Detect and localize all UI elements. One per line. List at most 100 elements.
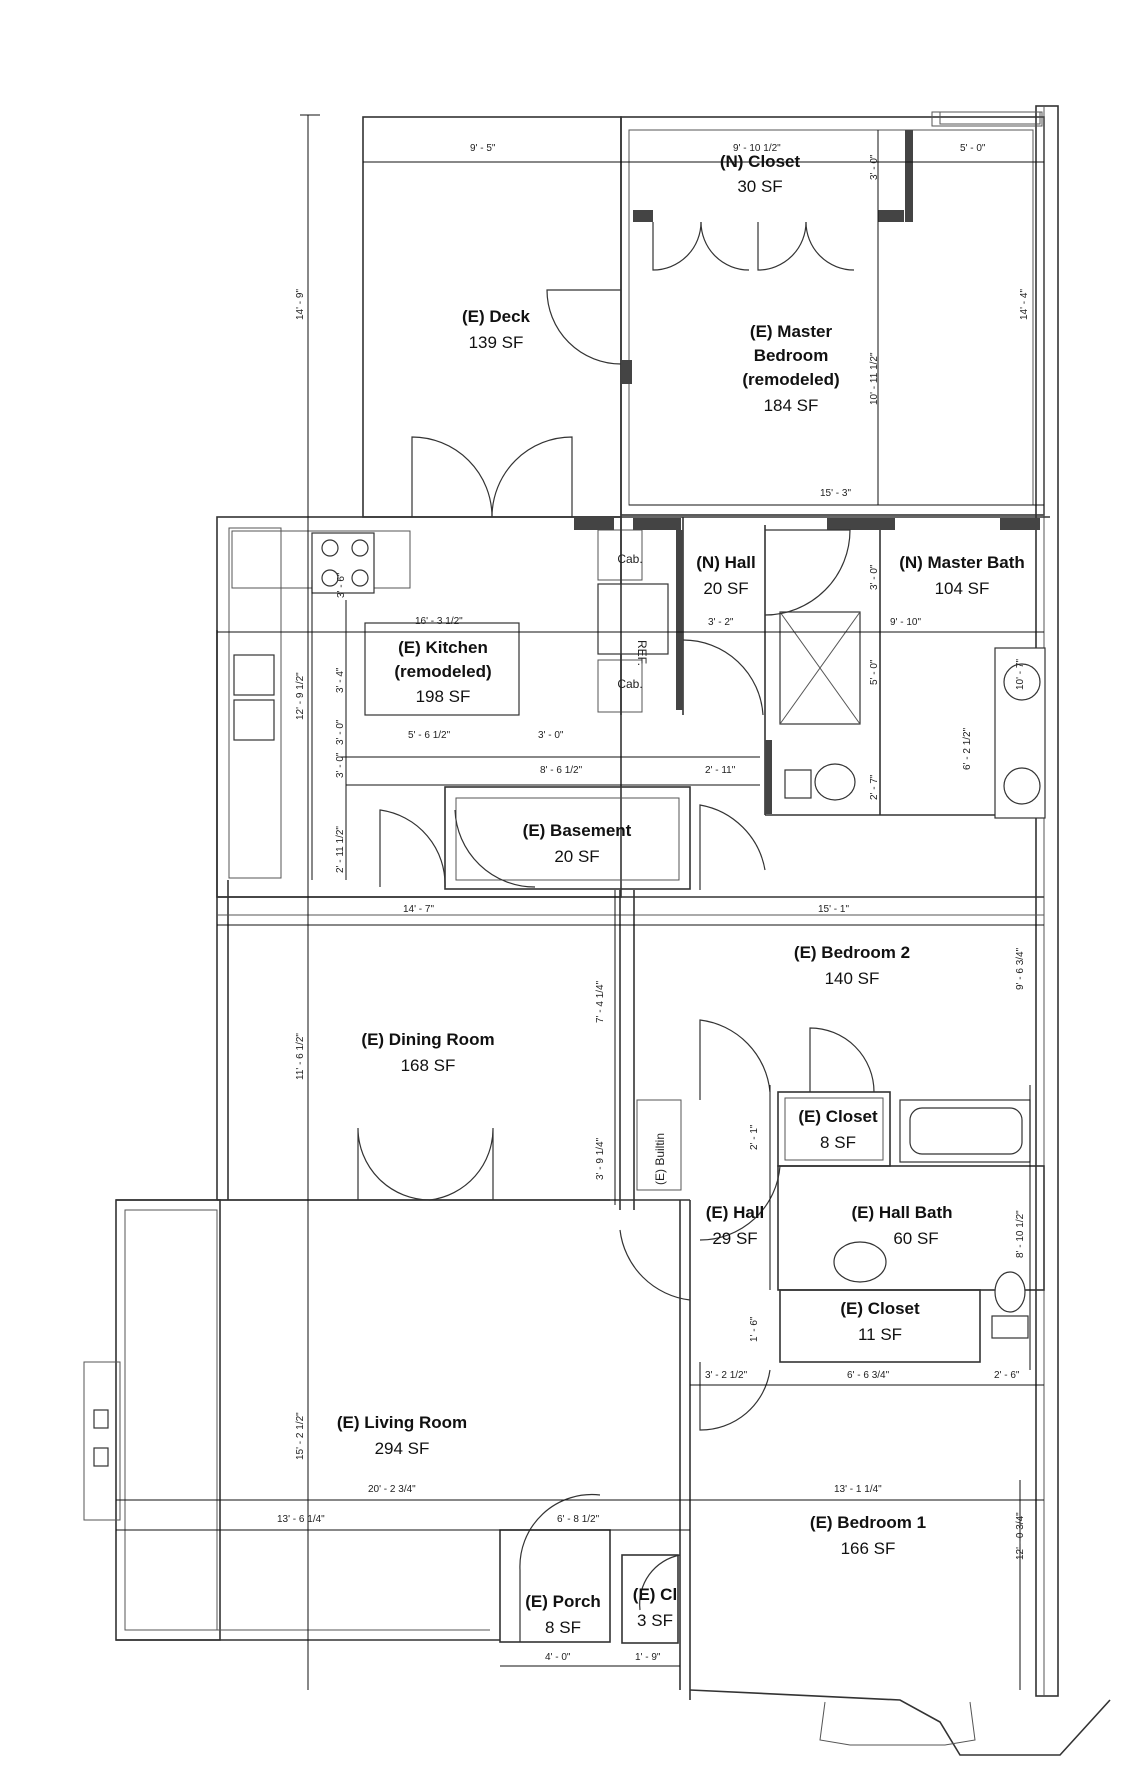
room-bedroom-2: (E) Bedroom 2 140 SF — [794, 943, 910, 988]
dim-label: 9' - 5" — [470, 143, 496, 154]
dim-label: 1' - 6" — [749, 1316, 760, 1342]
dim-label: 6' - 6 3/4" — [847, 1370, 890, 1381]
room-name: (E) Kitchen — [398, 638, 488, 657]
refrigerator-label: REF. — [635, 640, 649, 666]
dim-label: 13' - 1 1/4" — [834, 1484, 882, 1495]
dim-label: 3' - 0" — [869, 564, 880, 590]
room-closet-n: (N) Closet 30 SF — [720, 152, 801, 196]
room-area: 8 SF — [820, 1133, 856, 1152]
dim-label: 8' - 10 1/2" — [1015, 1210, 1026, 1258]
dim-label: 3' - 9 1/4" — [595, 1137, 606, 1180]
dim-label: 20' - 2 3/4" — [368, 1484, 416, 1495]
dim-label: 3' - 6" — [336, 572, 347, 598]
dim-label: 2' - 11" — [705, 765, 736, 776]
room-name: (E) Closet — [840, 1299, 920, 1318]
room-name: (E) Bedroom 2 — [794, 943, 910, 962]
room-name: (E) Dining Room — [361, 1030, 494, 1049]
room-area: 140 SF — [825, 969, 880, 988]
room-deck: (E) Deck 139 SF — [462, 307, 531, 352]
dim-label: 11' - 6 1/2" — [295, 1033, 306, 1080]
doors — [357, 221, 875, 1642]
dim-label: 3' - 2 1/2" — [705, 1370, 748, 1381]
dim-label: 3' - 0" — [538, 730, 564, 741]
dim-label: 16' - 3 1/2" — [415, 616, 463, 627]
room-area: 168 SF — [401, 1056, 456, 1075]
room-living-room: (E) Living Room 294 SF — [337, 1413, 467, 1458]
room-name: (N) Closet — [720, 152, 801, 171]
new-walls — [574, 130, 1040, 814]
room-master-bath: (N) Master Bath 104 SF — [899, 553, 1025, 598]
dim-label: 8' - 6 1/2" — [540, 765, 583, 776]
fixture-labels: Cab. Cab. REF. (E) Builtin — [617, 552, 667, 1185]
room-name: (E) Hall — [706, 1203, 765, 1222]
room-name: (E) Master — [750, 322, 833, 341]
dim-label: 14' - 9" — [295, 289, 306, 320]
dim-label: 3' - 4" — [335, 667, 346, 693]
room-area: 30 SF — [737, 177, 782, 196]
room-porch: (E) Porch 8 SF — [525, 1592, 601, 1637]
room-name: (E) Deck — [462, 307, 531, 326]
room-master-bedroom: (E) Master Bedroom (remodeled) 184 SF — [742, 322, 839, 415]
dimension-lines — [116, 114, 1044, 1690]
room-area: 139 SF — [469, 333, 524, 352]
cabinet-label: Cab. — [617, 677, 642, 691]
room-name: (E) Hall Bath — [851, 1203, 952, 1222]
room-basement: (E) Basement 20 SF — [523, 821, 632, 866]
dim-label: 3' - 0" — [335, 719, 346, 745]
room-name: (E) Porch — [525, 1592, 601, 1611]
dim-label: 9' - 10" — [890, 617, 921, 628]
dim-label: 7' - 4 1/4" — [595, 980, 606, 1023]
room-area: 20 SF — [554, 847, 599, 866]
room-name: (E) Living Room — [337, 1413, 467, 1432]
walls — [83, 105, 1111, 1756]
room-area: 20 SF — [703, 579, 748, 598]
room-name: Bedroom — [754, 346, 829, 365]
dim-label: 10' - 7" — [1015, 659, 1026, 690]
dim-label: 4' - 0" — [545, 1652, 571, 1663]
room-name: (N) Hall — [696, 553, 756, 572]
dim-label: 14' - 4" — [1019, 289, 1030, 320]
dim-label: 15' - 2 1/2" — [295, 1412, 306, 1460]
room-area: 29 SF — [712, 1229, 757, 1248]
builtin-label: (E) Builtin — [653, 1133, 667, 1185]
dim-label: 6' - 2 1/2" — [962, 727, 973, 770]
room-closet-8: (E) Closet 8 SF — [798, 1107, 878, 1152]
room-area: 166 SF — [841, 1539, 896, 1558]
dim-label: 10' - 11 1/2" — [869, 352, 880, 405]
room-name: (E) Closet — [798, 1107, 878, 1126]
room-hall-n: (N) Hall 20 SF — [696, 553, 756, 598]
room-hall-bath: (E) Hall Bath 60 SF — [851, 1203, 952, 1248]
room-name: (N) Master Bath — [899, 553, 1025, 572]
room-area: 198 SF — [416, 687, 471, 706]
dim-label: 12' - 9 1/2" — [295, 672, 306, 720]
dim-label: 2' - 11 1/2" — [335, 826, 346, 873]
room-area: 3 SF — [637, 1611, 673, 1630]
room-area: 294 SF — [375, 1439, 430, 1458]
dim-label: 3' - 2" — [708, 617, 734, 628]
dim-label: 9' - 6 3/4" — [1015, 947, 1026, 990]
dim-label: 2' - 1" — [749, 1124, 760, 1150]
dimension-labels: 9' - 5" 9' - 10 1/2" 5' - 0" 3' - 0" 14'… — [277, 143, 1030, 1663]
room-name: (remodeled) — [394, 662, 491, 681]
room-area: 60 SF — [893, 1229, 938, 1248]
dim-label: 12' - 0 3/4" — [1015, 1512, 1026, 1560]
room-area: 8 SF — [545, 1618, 581, 1637]
room-name: (E) Basement — [523, 821, 632, 840]
dim-label: 2' - 6" — [994, 1370, 1020, 1381]
room-hall-e: (E) Hall 29 SF — [706, 1203, 765, 1248]
room-closet-11: (E) Closet 11 SF — [840, 1299, 920, 1344]
dim-label: 3' - 0" — [335, 752, 346, 778]
dim-label: 3' - 0" — [869, 154, 880, 180]
dim-label: 5' - 0" — [960, 143, 986, 154]
dim-label: 15' - 3" — [820, 488, 851, 499]
dim-label: 6' - 8 1/2" — [557, 1514, 600, 1525]
room-dining-room: (E) Dining Room 168 SF — [361, 1030, 494, 1075]
dim-label: 2' - 7" — [869, 774, 880, 800]
room-labels: (N) Closet 30 SF (E) Deck 139 SF (E) Mas… — [337, 152, 1025, 1637]
dim-label: 15' - 1" — [818, 904, 849, 915]
room-name: (remodeled) — [742, 370, 839, 389]
room-name: (E) Bedroom 1 — [810, 1513, 926, 1532]
dim-label: 5' - 6 1/2" — [408, 730, 451, 741]
room-area: 104 SF — [935, 579, 990, 598]
